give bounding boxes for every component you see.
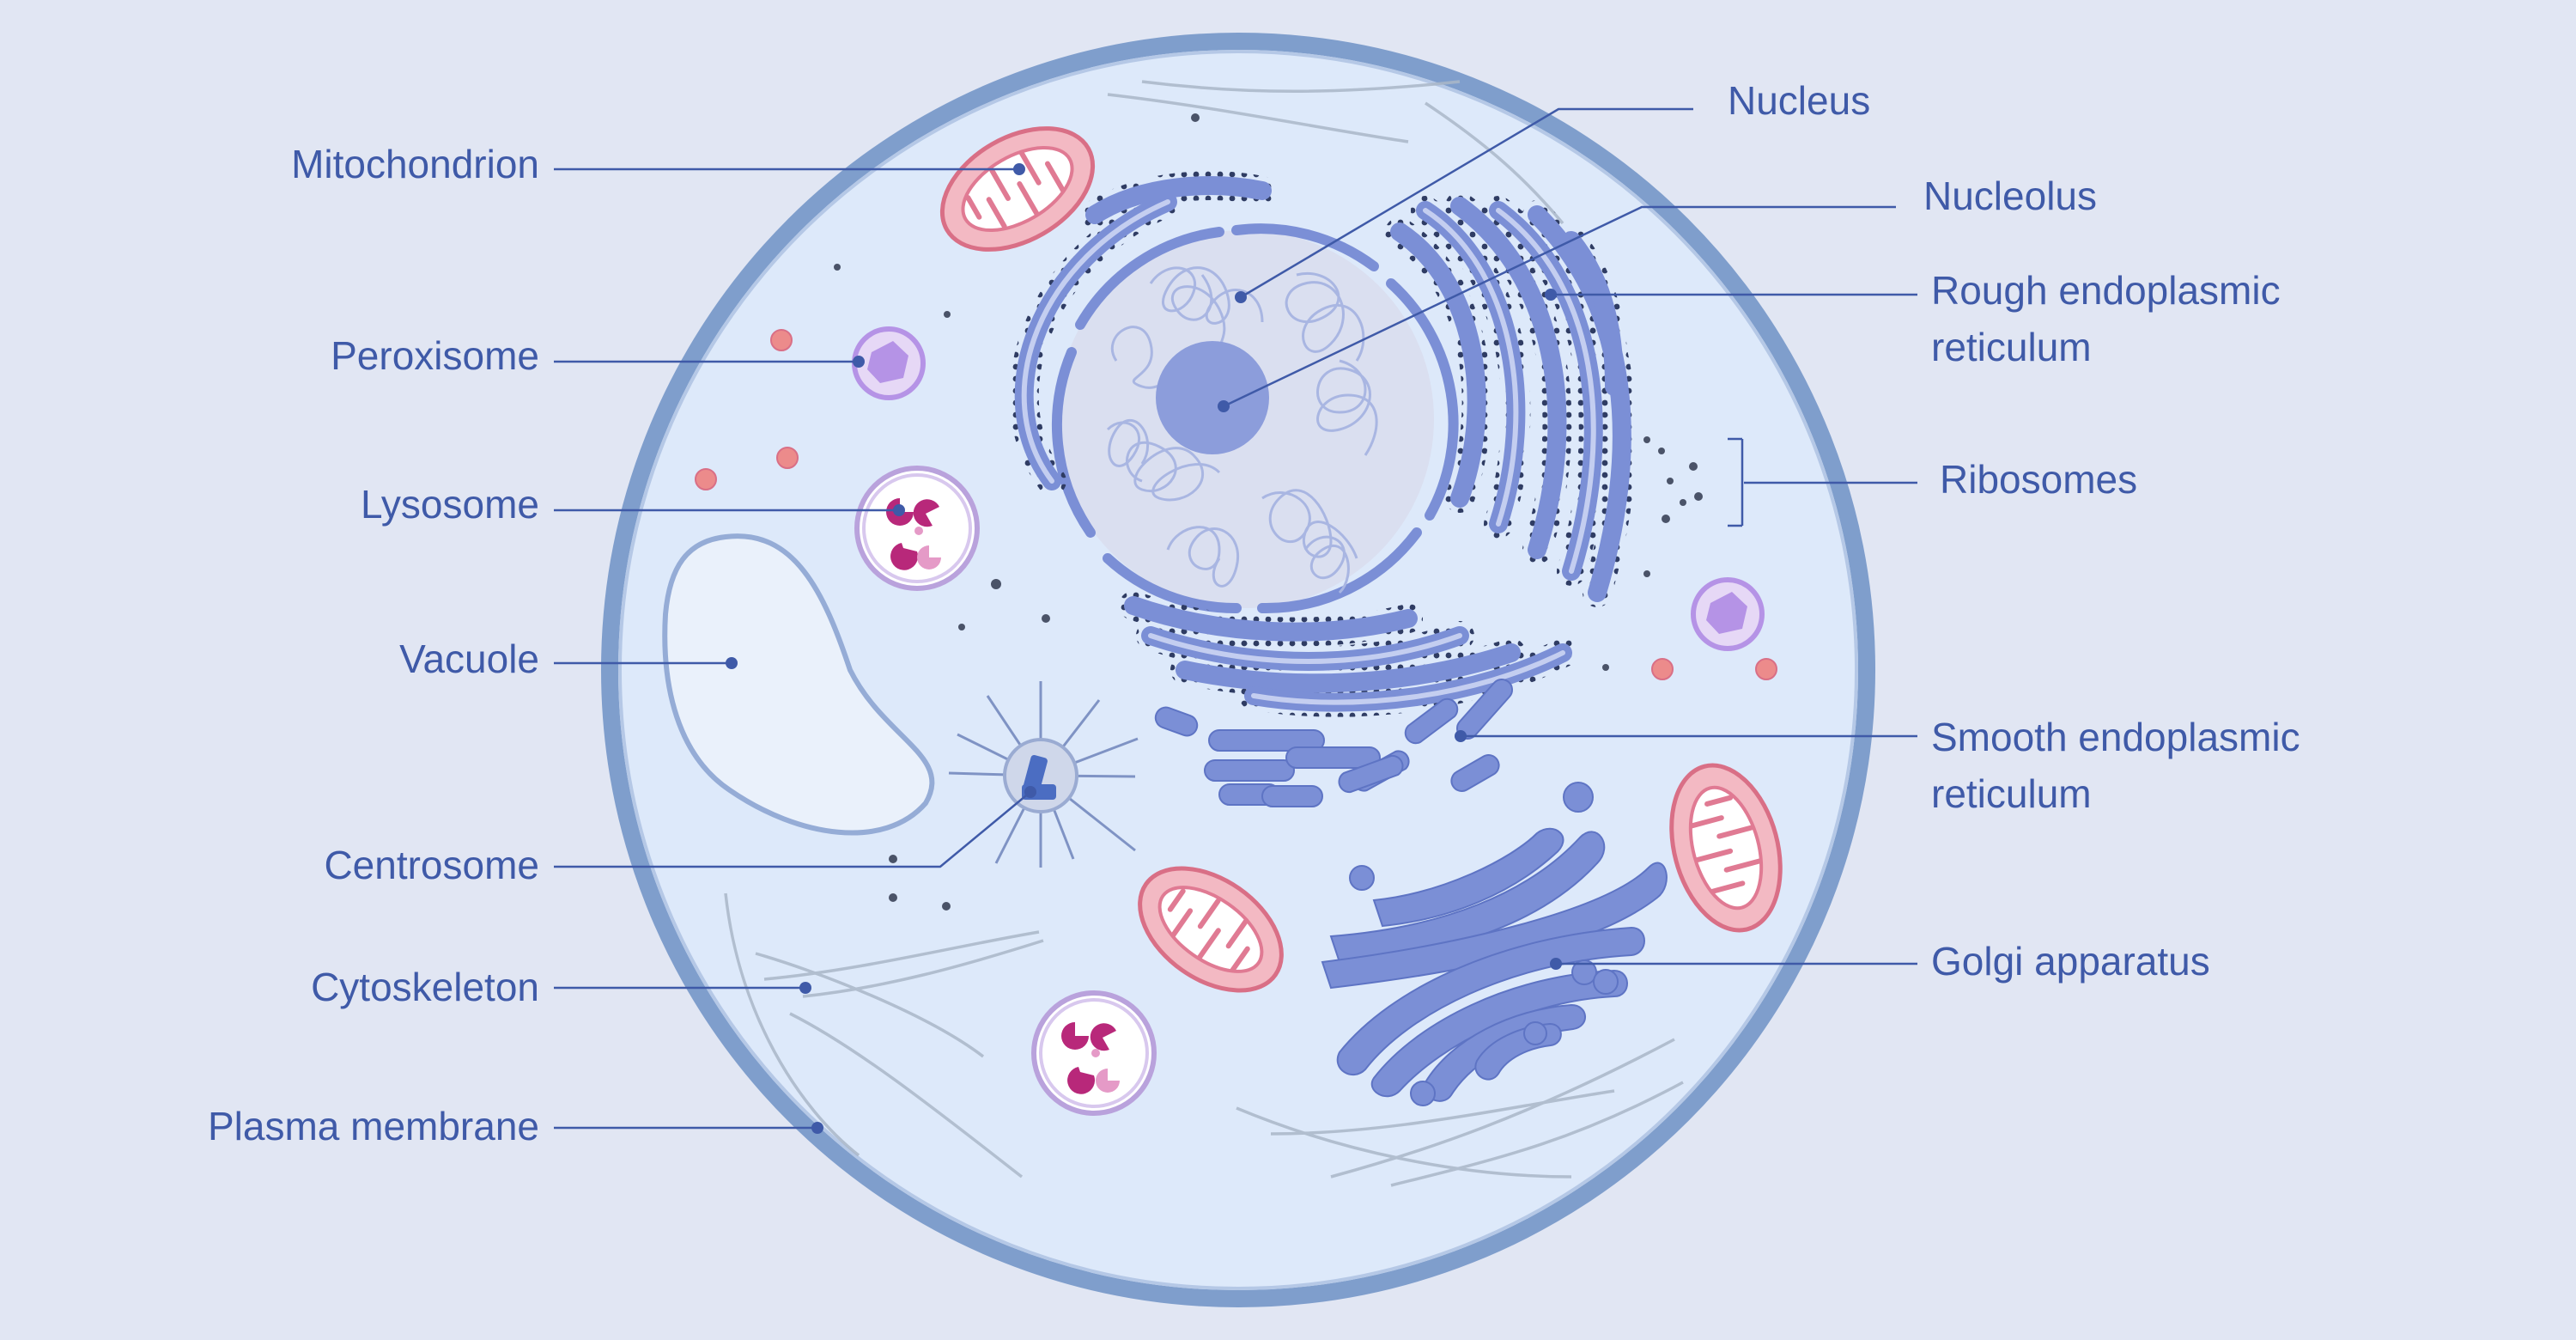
label-plasma-membrane: Plasma membrane xyxy=(208,1104,539,1148)
label-nucleolus: Nucleolus xyxy=(1923,174,2097,218)
peroxisome-organelle xyxy=(852,326,926,400)
label-lysosome: Lysosome xyxy=(361,482,539,527)
mitochondrion-organelle xyxy=(1138,866,1284,993)
label-nucleus: Nucleus xyxy=(1728,78,1870,123)
rough-er xyxy=(1009,171,1637,717)
golgi-organelle xyxy=(1321,782,1668,1106)
chromatin xyxy=(1106,266,1378,594)
peroxisome-organelle xyxy=(1691,577,1765,651)
vesicles xyxy=(695,329,1777,680)
label-golgi: Golgi apparatus xyxy=(1931,939,2210,984)
leader-endpoints xyxy=(726,163,1562,1134)
lysosome-organelle xyxy=(854,466,980,591)
leader-lines xyxy=(554,107,1917,1130)
label-rough-er-2: reticulum xyxy=(1931,325,2092,369)
label-rough-er-1: Rough endoplasmic xyxy=(1931,268,2281,313)
smooth-er xyxy=(1154,678,1514,807)
label-mitochondrion: Mitochondrion xyxy=(291,142,539,186)
mitochondrion-organelle xyxy=(1669,763,1783,933)
label-peroxisome: Peroxisome xyxy=(331,333,539,378)
plasma-membrane xyxy=(601,33,1875,1307)
labels-left: Mitochondrion Peroxisome Lysosome Vacuol… xyxy=(208,142,539,1148)
label-smooth-er-1: Smooth endoplasmic xyxy=(1931,715,2300,759)
label-smooth-er-2: reticulum xyxy=(1931,771,2092,816)
vacuole xyxy=(662,533,935,836)
cytoskeleton-fibers xyxy=(724,80,1684,1187)
label-ribosomes: Ribosomes xyxy=(1940,457,2137,502)
label-vacuole: Vacuole xyxy=(399,636,539,681)
label-cytoskeleton: Cytoskeleton xyxy=(311,965,539,1009)
lysosome-organelle xyxy=(1031,990,1157,1116)
ribosome-dots xyxy=(834,113,1703,911)
nucleolus xyxy=(1156,341,1269,454)
labels-right: Nucleus Nucleolus Rough endoplasmic reti… xyxy=(1728,78,2300,984)
mitochondrion-organelle xyxy=(939,126,1096,252)
label-centrosome: Centrosome xyxy=(324,843,539,887)
nucleus-organelle xyxy=(1051,223,1459,614)
